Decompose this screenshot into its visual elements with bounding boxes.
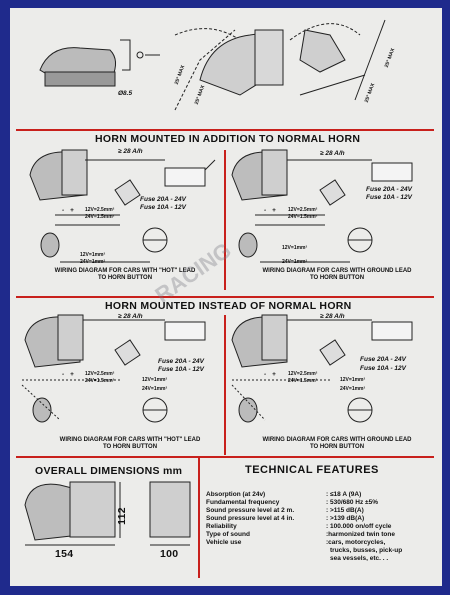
minus-sign: -: [264, 371, 267, 378]
feature-label: Absorption (at 24v): [206, 491, 266, 498]
hole-diameter-label: Ø8.5: [118, 90, 133, 97]
diagram-caption: WIRING DIAGRAM FOR CARS WITH GROUND LEAD…: [262, 437, 412, 450]
diagram-caption: WIRING DIAGRAM FOR CARS WITH "HOT" LEAD …: [54, 268, 196, 281]
divider-line: [16, 129, 434, 131]
feature-label: Sound pressure level at 4 in.: [206, 515, 295, 522]
feature-value: : 100.000 on/off cycle: [326, 523, 392, 530]
feature-label: Reliability: [206, 523, 237, 530]
fuse-label: Fuse 10A - 12V: [140, 204, 187, 211]
wire-label: 24V=1.5mm²: [85, 378, 115, 384]
wire-label: 12V=2.5mm²: [288, 371, 318, 377]
feature-label: Fundamental frequency: [206, 499, 280, 506]
fuse-label: Fuse 10A - 12V: [366, 194, 413, 201]
divider-line: [224, 315, 226, 455]
diagram-caption: WIRING DIAGRAM FOR CARS WITH "HOT" LEAD …: [59, 437, 201, 450]
battery-current: ≥ 28 A/h: [118, 313, 143, 320]
wiring-diagrams: [21, 149, 413, 546]
feature-value: : ≤18 A (9A): [326, 491, 362, 498]
battery-current: ≥ 28 A/h: [320, 150, 345, 157]
feature-value: :cars, motorcycles,: [326, 539, 386, 546]
divider-line: [224, 150, 226, 290]
wire-label: 24V=1.5mm²: [288, 214, 318, 220]
wire-label: 12V=2.5mm²: [288, 207, 318, 213]
wire-label: 24V=1mm²: [80, 259, 106, 265]
feature-value: : 530/680 Hz ±5%: [326, 499, 378, 506]
fuse-label: Fuse 20A - 24V: [140, 196, 187, 203]
feature-label: Sound pressure level at 2 m.: [206, 507, 295, 514]
minus-sign: -: [62, 371, 65, 378]
fuse-label: Fuse 20A - 24V: [360, 356, 407, 363]
fuse-label: Fuse 10A - 12V: [360, 365, 407, 372]
feature-value: sea vessels, etc. . .: [330, 555, 389, 562]
wire-label: 24V=1mm²: [142, 386, 168, 392]
wire-label: 12V=2.5mm²: [85, 207, 115, 213]
wire-label: 12V=1mm²: [282, 245, 308, 251]
section-title: HORN MOUNTED INSTEAD OF NORMAL HORN: [105, 300, 352, 312]
battery-current: ≥ 28 A/h: [118, 148, 143, 155]
fuse-label: Fuse 20A - 24V: [158, 358, 205, 365]
wire-label: 24V=1.5mm²: [85, 214, 115, 220]
fuse-label: Fuse 20A - 24V: [366, 186, 413, 193]
wire-label: 24V=1mm²: [282, 259, 308, 265]
mounting-illustration: [39, 19, 386, 111]
plus-sign: +: [272, 371, 276, 378]
length-dimension: 154: [55, 548, 74, 560]
minus-sign: -: [62, 207, 65, 214]
wire-label: 24V=1.5mm²: [288, 378, 318, 384]
wire-label: 12V=1mm²: [340, 377, 366, 383]
feature-value: : >139 dB(A): [326, 515, 365, 522]
wire-label: 12V=1mm²: [142, 377, 168, 383]
feature-value: trucks, busses, pick-up: [330, 547, 403, 554]
battery-current: ≥ 28 A/h: [320, 313, 345, 320]
plus-sign: +: [70, 207, 74, 214]
minus-sign: -: [264, 207, 267, 214]
wire-label: 12V=1mm²: [80, 252, 106, 258]
dimensions-title: OVERALL DIMENSIONS mm: [35, 465, 183, 477]
divider-line: [198, 458, 200, 578]
diagram-caption: WIRING DIAGRAM FOR CARS WITH GROUND LEAD…: [262, 268, 412, 281]
technical-title: TECHNICAL FEATURES: [245, 464, 379, 476]
plus-sign: +: [272, 207, 276, 214]
feature-value: :harmonized twin tone: [326, 531, 395, 538]
feature-value: : >115 dB(A): [326, 507, 364, 514]
height-dimension: 112: [115, 507, 128, 525]
fuse-label: Fuse 10A - 12V: [158, 366, 205, 373]
wire-label: 12V=2.5mm²: [85, 371, 115, 377]
divider-line: [16, 296, 434, 298]
divider-line: [16, 456, 434, 458]
feature-label: Vehicle use: [206, 539, 242, 546]
width-dimension: 100: [160, 548, 179, 560]
section-title: HORN MOUNTED IN ADDITION TO NORMAL HORN: [95, 133, 361, 145]
feature-label: Type of sound: [206, 531, 250, 538]
plus-sign: +: [70, 371, 74, 378]
wire-label: 24V=1mm²: [340, 386, 366, 392]
